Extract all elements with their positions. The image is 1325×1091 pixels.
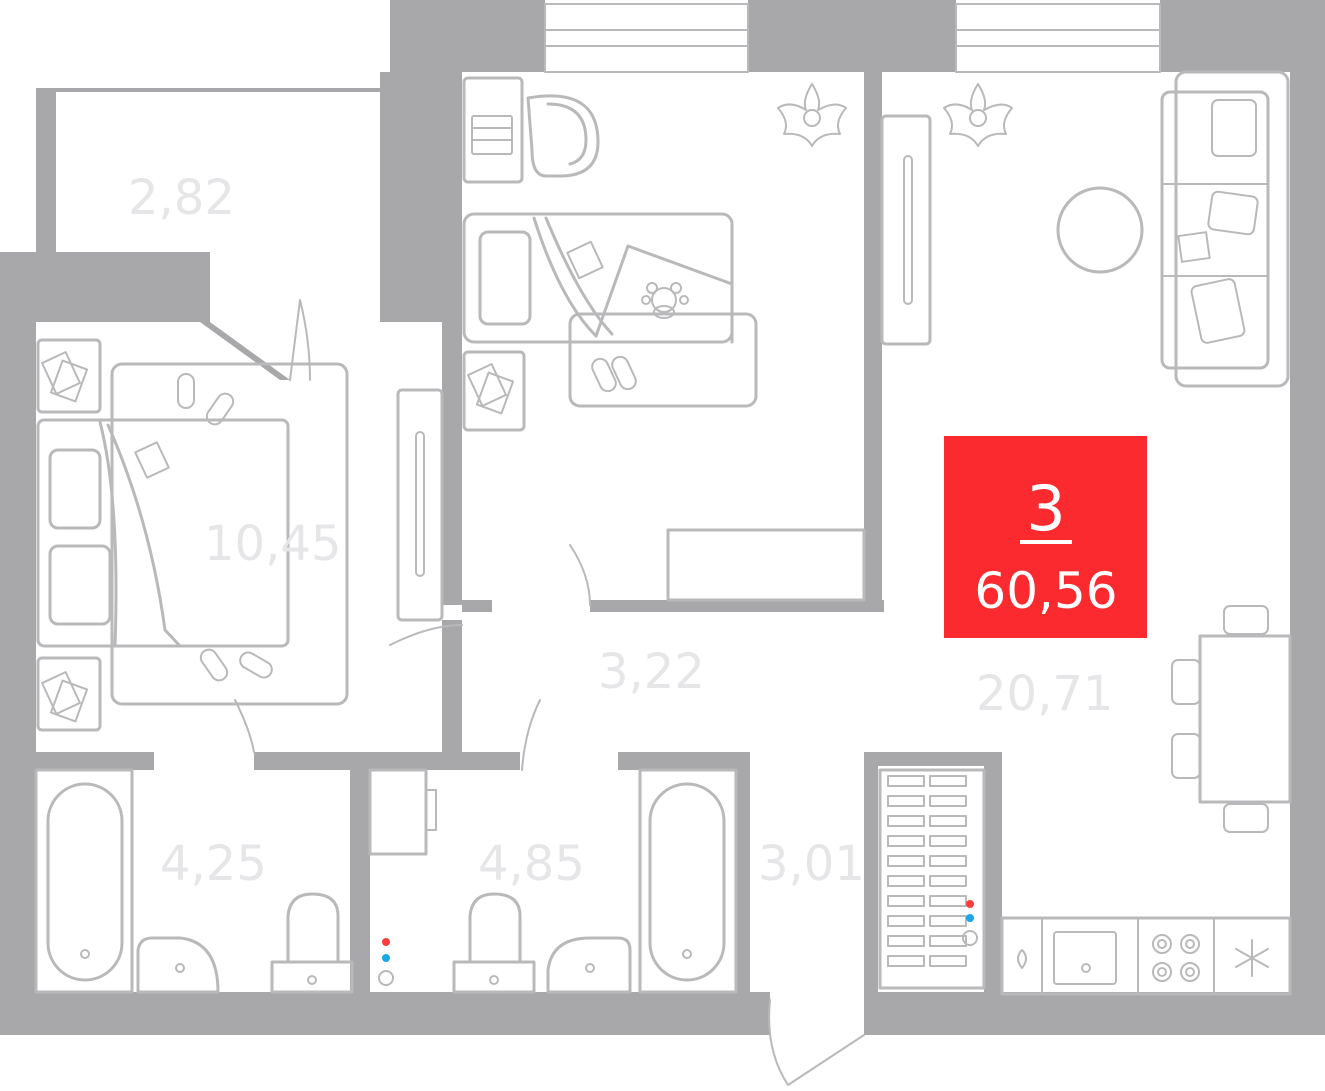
room-count: 3 xyxy=(1026,472,1065,545)
area-hall: 3,22 xyxy=(598,644,705,700)
area-living-kitchen: 20,71 xyxy=(976,666,1113,722)
flower-icon xyxy=(777,83,847,147)
stove-icon xyxy=(1152,934,1200,982)
room-count-underline xyxy=(1020,540,1072,544)
snowflake-icon xyxy=(1235,939,1269,977)
bedroom-furniture xyxy=(36,338,444,732)
walls xyxy=(0,0,1325,1035)
badge-background xyxy=(944,436,1147,638)
area-bedroom: 10,45 xyxy=(204,516,341,572)
slippers-icon xyxy=(177,373,273,682)
teddy-bear-icon xyxy=(641,282,689,319)
area-labels: 2,82 10,45 3,22 20,71 4,25 4,85 3,01 xyxy=(128,170,1113,892)
children-room-furniture xyxy=(462,76,866,602)
bathroom-fixtures xyxy=(34,768,738,994)
slippers-icon xyxy=(591,355,637,393)
flower-icon xyxy=(943,83,1013,147)
area-entrance-hall: 3,01 xyxy=(758,836,865,892)
total-area: 60,56 xyxy=(974,562,1117,620)
book-icon xyxy=(41,351,170,723)
living-kitchen-furniture xyxy=(878,70,1292,996)
area-bathroom-left: 4,25 xyxy=(160,836,267,892)
apartment-badge: 3 60,56 xyxy=(944,436,1147,638)
windows xyxy=(544,3,1161,73)
area-bathroom-right: 4,85 xyxy=(478,836,585,892)
sink-icon xyxy=(1053,931,1117,985)
area-balcony: 2,82 xyxy=(128,170,235,226)
